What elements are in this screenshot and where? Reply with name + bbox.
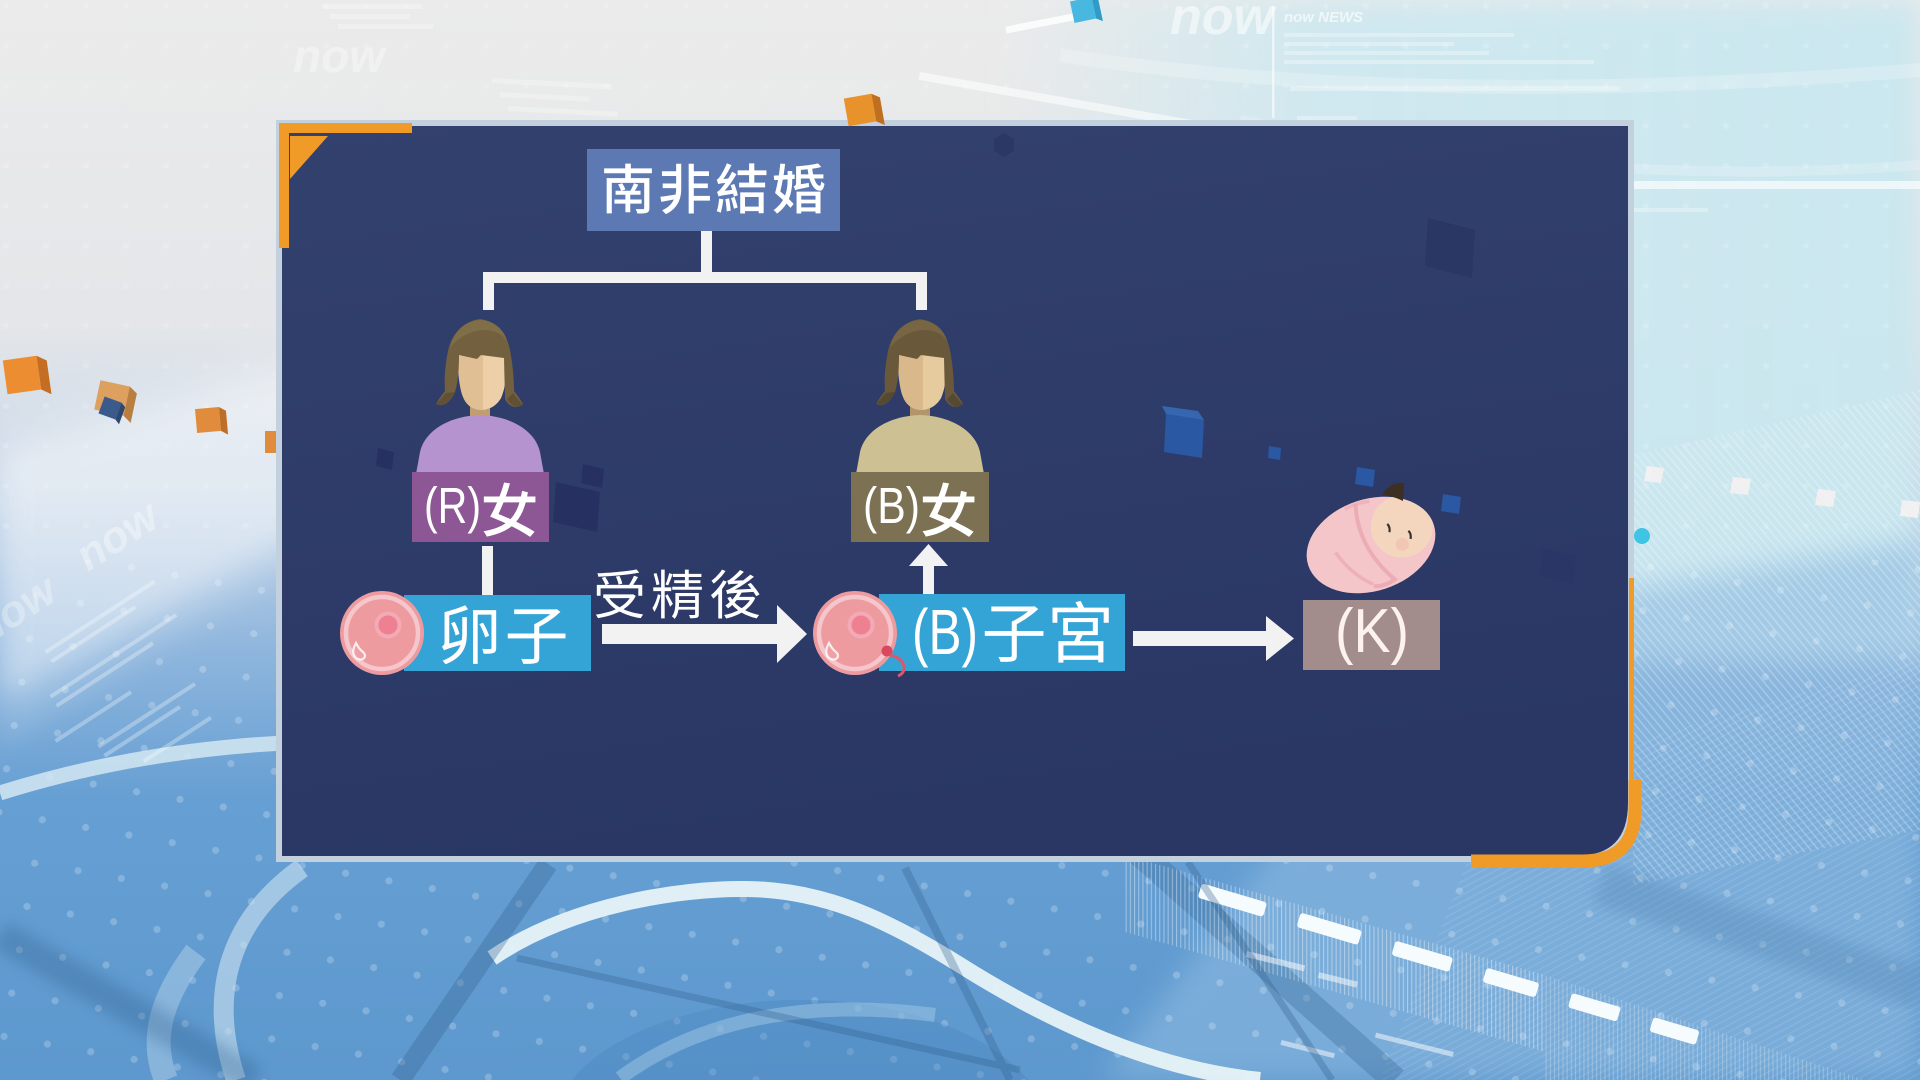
svg-text:(R): (R) [424,477,481,534]
svg-text:(B): (B) [863,477,920,534]
svg-text:now: now [293,30,388,82]
svg-text:(K): (K) [1335,597,1409,666]
svg-text:(B): (B) [912,596,978,668]
svg-text:now NEWS: now NEWS [1284,9,1363,26]
svg-text:now: now [1170,0,1278,46]
